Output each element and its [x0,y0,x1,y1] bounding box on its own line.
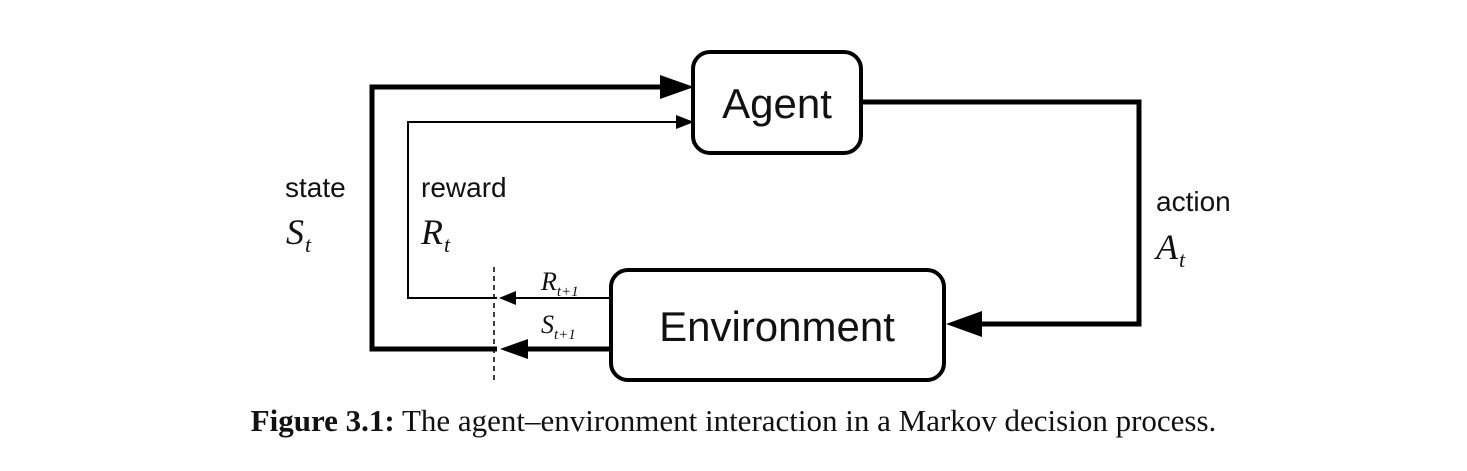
state-arrowhead [660,75,694,99]
state-symbol-letter: S [286,212,304,252]
figure-caption: Figure 3.1: The agent–environment intera… [0,403,1467,439]
reward-symbol-letter: R [420,212,443,252]
environment-label: Environment [659,303,895,350]
figure-caption-text: The agent–environment interaction in a M… [401,403,1217,438]
state-symbol: St [286,212,312,257]
action-symbol: At [1154,227,1186,272]
next-reward-arrowhead [499,291,516,305]
reward-arrowhead [676,115,694,129]
next-reward-subscript: t+1 [557,284,579,300]
environment-box [609,268,946,382]
action-symbol-subscript: t [1179,247,1186,272]
reward-connector [407,121,676,299]
action-connector [861,99,1142,327]
next-state-letter: S [541,310,554,339]
next-state-arrowhead [500,339,528,359]
reward-symbol-subscript: t [444,232,451,257]
next-state-symbol: St+1 [541,310,576,343]
action-word: action [1156,186,1231,217]
state-symbol-subscript: t [305,232,312,257]
state-connector [369,84,660,352]
agent-label: Agent [722,80,832,127]
action-symbol-letter: A [1154,227,1179,267]
next-reward-symbol: Rt+1 [540,267,579,300]
action-arrowhead [946,311,982,337]
next-state-subscript: t+1 [554,327,576,343]
figure-label: Figure 3.1: [250,403,395,438]
next-reward-letter: R [540,267,557,296]
reward-word: reward [421,172,507,203]
reward-symbol: Rt [420,212,451,257]
state-word: state [285,172,346,203]
